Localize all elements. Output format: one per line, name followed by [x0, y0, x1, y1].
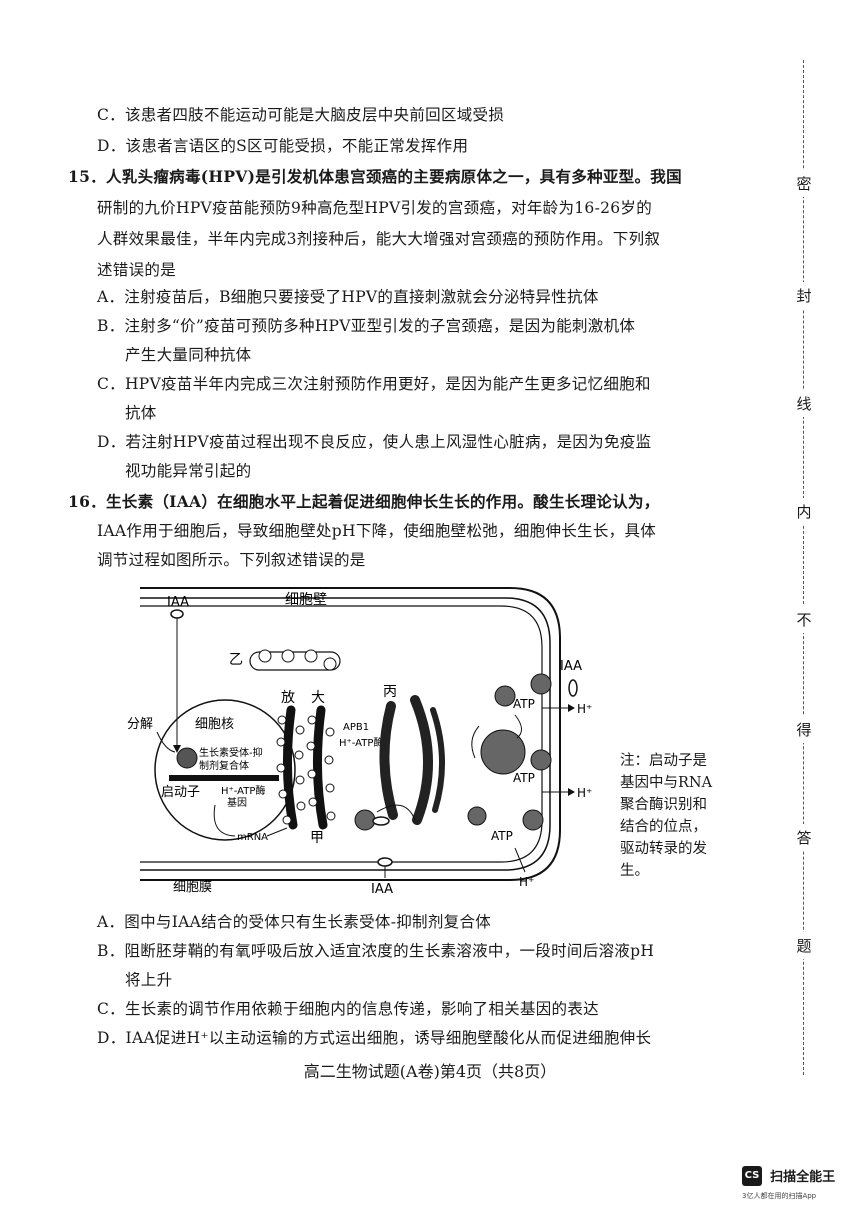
q16-option-a: A．图中与IAA结合的受体只有生长素受体-抑制剂复合体: [97, 913, 492, 931]
q15-option-a: A．注射疫苗后，B细胞只要接受了HPV的直接刺激就会分泌特异性抗体: [97, 288, 599, 306]
seal-dashed-line: [803, 60, 804, 1075]
seal-char-7: 答: [795, 824, 813, 851]
seal-char-8: 题: [795, 932, 813, 959]
q16-option-b-cont: 将上升: [125, 971, 173, 989]
label-jia: 甲: [310, 830, 324, 846]
seal-char-6: 得: [795, 716, 813, 743]
label-gene-2: 基因: [227, 796, 247, 809]
scanner-logo-icon: CS: [742, 1165, 762, 1186]
seal-char-5: 不: [795, 606, 813, 633]
label-mrna: mRNA: [237, 832, 268, 843]
label-complex-2: 制剂复合体: [199, 759, 249, 772]
label-gene-1: H⁺-ATP酶: [221, 784, 265, 797]
seal-char-1: 密: [795, 170, 813, 197]
label-nucleus: 细胞核: [195, 717, 234, 732]
q16-option-c: C．生长素的调节作用依赖于细胞内的信息传递，影响了相关基因的表达: [97, 1000, 599, 1018]
label-cell-wall: 细胞壁: [285, 592, 327, 608]
scanner-tagline: 3亿人都在用的扫描App: [742, 1192, 817, 1200]
figure-note: 注：启动子是基因中与RNA聚合酶识别和结合的位点，驱动转录的发生。: [620, 753, 713, 879]
option-prev-d: D．该患者言语区的S区可能受损，不能正常发挥作用: [97, 137, 469, 155]
q16-stem-line-3: 调节过程如图所示。下列叙述错误的是: [97, 551, 366, 569]
label-fang: 放: [281, 690, 295, 706]
page-footer: 高二生物试题(A卷)第4页（共8页）: [303, 1062, 557, 1081]
seal-char-2: 封: [795, 282, 813, 309]
q15-option-d-cont: 视功能异常引起的: [125, 462, 252, 480]
label-iaa-right: IAA: [560, 659, 582, 674]
label-cell-membrane: 细胞膜: [173, 880, 212, 895]
q15-stem-line-3: 人群效果最佳，半年内完成3剂接种后，能大大增强对宫颈癌的预防作用。下列叙: [97, 230, 661, 248]
label-da: 大: [311, 690, 325, 706]
q15-option-d: D．若注射HPV疫苗过程出现不良反应，使人患上风湿性心脏病，是因为免疫监: [97, 433, 652, 451]
label-fenjie: 分解: [127, 717, 153, 732]
label-yi: 乙: [229, 652, 243, 668]
label-iaa-bottom: IAA: [371, 882, 393, 897]
q16-option-d: D．IAA促进H⁺以主动运输的方式运出细胞，诱导细胞壁酸化从而促进细胞伸长: [97, 1029, 652, 1047]
label-complex-1: 生长素受体-抑: [199, 746, 263, 759]
q16-stem-line-2: IAA作用于细胞后，导致细胞壁处pH下降，使细胞壁松弛，细胞伸长生长，具体: [97, 522, 657, 540]
q15-stem-line-1: 15．人乳头瘤病毒(HPV)是引发机体患宫颈癌的主要病原体之一，具有多种亚型。我…: [68, 167, 682, 186]
label-iaa-top: IAA: [167, 595, 189, 610]
scanner-watermark: CS 扫描全能王: [742, 1165, 835, 1186]
q15-option-b: B．注射多“价”疫苗可预防多种HPV亚型引发的子宫颈癌，是因为能刺激机体: [97, 317, 636, 335]
q16-stem-line-1: 16．生长素（IAA）在细胞水平上起着促进细胞伸长生长的作用。酸生长理论认为，: [68, 492, 660, 511]
q15-option-b-cont: 产生大量同种抗体: [125, 346, 252, 364]
label-bing: 丙: [383, 684, 397, 700]
scanner-name: 扫描全能王: [770, 1170, 836, 1185]
q15-stem-line-2: 研制的九价HPV疫苗能预防9种高危型HPV引发的宫颈癌，对年龄为16-26岁的: [97, 199, 653, 217]
label-h-1: H⁺: [577, 702, 592, 716]
q15-option-c-cont: 抗体: [125, 404, 157, 422]
acid-growth-diagram: IAA 细胞壁 乙 放 大 APB1 H⁺-ATP酶 甲 丙 细胞核 分解 生长…: [127, 587, 592, 897]
label-h-2: H⁺: [577, 786, 592, 800]
label-h-3: H⁺: [519, 875, 534, 889]
label-promoter: 启动子: [161, 785, 200, 800]
q15-stem-line-4: 述错误的是: [97, 261, 177, 279]
seal-char-4: 内: [795, 498, 813, 525]
label-atp-1: ATP: [513, 697, 535, 711]
label-atp-2: ATP: [513, 771, 535, 785]
seal-char-3: 线: [795, 390, 813, 417]
option-prev-c: C．该患者四肢不能运动可能是大脑皮层中央前回区域受损: [97, 106, 505, 124]
label-atp-3: ATP: [491, 829, 513, 843]
label-h-atpase: H⁺-ATP酶: [339, 736, 383, 749]
q16-option-b: B．阻断胚芽鞘的有氧呼吸后放入适宜浓度的生长素溶液中，一段时间后溶液pH: [97, 942, 655, 960]
q15-option-c: C．HPV疫苗半年内完成三次注射预防作用更好，是因为能产生更多记忆细胞和: [97, 375, 651, 393]
label-apb1: APB1: [343, 722, 369, 733]
